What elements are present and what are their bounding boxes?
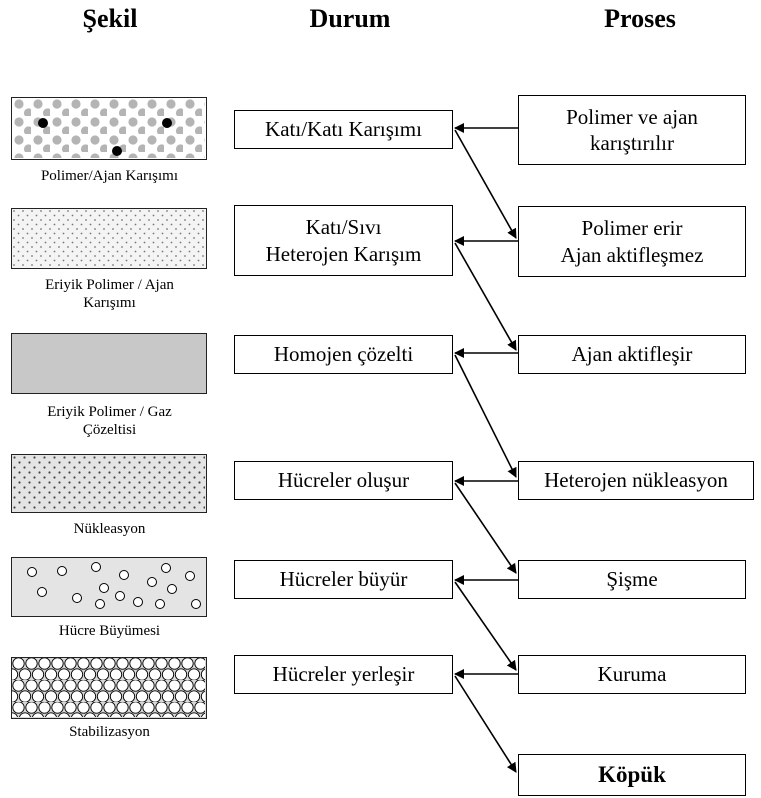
figure-stabilization xyxy=(11,657,207,719)
durum-box-solid-solid-mixture: Katı/Katı Karışımı xyxy=(234,110,453,149)
arrow-durum-to-proses-2 xyxy=(454,242,517,351)
caption-cell-growth: Hücre Büyümesi xyxy=(58,623,161,639)
proses-box-foam: Köpük xyxy=(518,754,746,796)
header-sekil: Şekil xyxy=(82,4,138,33)
figure-cell-bubbles xyxy=(27,562,201,609)
proses-box-mixing: Polimer ve ajan karıştırılır xyxy=(518,95,746,165)
arrow-durum-to-proses-5 xyxy=(454,581,517,671)
figure-polymer-agent-mixture xyxy=(11,97,207,160)
header-proses: Proses xyxy=(604,4,676,33)
caption-nucleation: Nükleasyon xyxy=(73,521,146,537)
durum-box-solid-liquid-mixture: Katı/Sıvı Heterojen Karışım xyxy=(234,205,453,276)
figure-fine-dots xyxy=(12,209,205,267)
caption-melt-polymer-gas-solution: Eriyik Polimer / Gaz Çözeltisi xyxy=(47,404,172,438)
figure-mixture-dots xyxy=(12,98,205,158)
proses-box-heterogeneous-nucleation: Heterojen nükleasyon xyxy=(518,461,754,500)
arrow-durum-to-proses-3 xyxy=(454,354,517,478)
caption-polymer-agent-mixture: Polimer/Ajan Karışımı xyxy=(40,168,179,184)
durum-box-cells-settle: Hücreler yerleşir xyxy=(234,655,453,694)
arrow-durum-to-proses-1 xyxy=(454,129,517,239)
proses-box-drying: Kuruma xyxy=(518,655,746,694)
figure-packed-cells xyxy=(12,658,205,717)
figure-melt-polymer-agent-mixture xyxy=(11,208,207,269)
durum-box-cells-grow: Hücreler büyür xyxy=(234,560,453,599)
proses-box-swelling: Şişme xyxy=(518,560,746,599)
durum-box-cells-form: Hücreler oluşur xyxy=(234,461,453,500)
figure-nucleation-dots xyxy=(12,455,205,511)
caption-stabilization: Stabilizasyon xyxy=(69,724,150,740)
header-durum: Durum xyxy=(309,4,391,33)
arrow-durum-to-proses-6 xyxy=(454,675,517,773)
figure-nucleation xyxy=(11,454,207,513)
figure-cell-growth xyxy=(11,557,207,617)
proses-box-agent-activates: Ajan aktifleşir xyxy=(518,335,746,374)
figure-melt-polymer-gas-solution xyxy=(11,333,207,394)
proses-box-polymer-melts: Polimer erir Ajan aktifleşmez xyxy=(518,206,746,277)
arrow-durum-to-proses-4 xyxy=(454,482,517,574)
durum-box-homogeneous-solution: Homojen çözelti xyxy=(234,335,453,374)
caption-melt-polymer-agent-mixture: Eriyik Polimer / Ajan Karışımı xyxy=(45,277,174,311)
